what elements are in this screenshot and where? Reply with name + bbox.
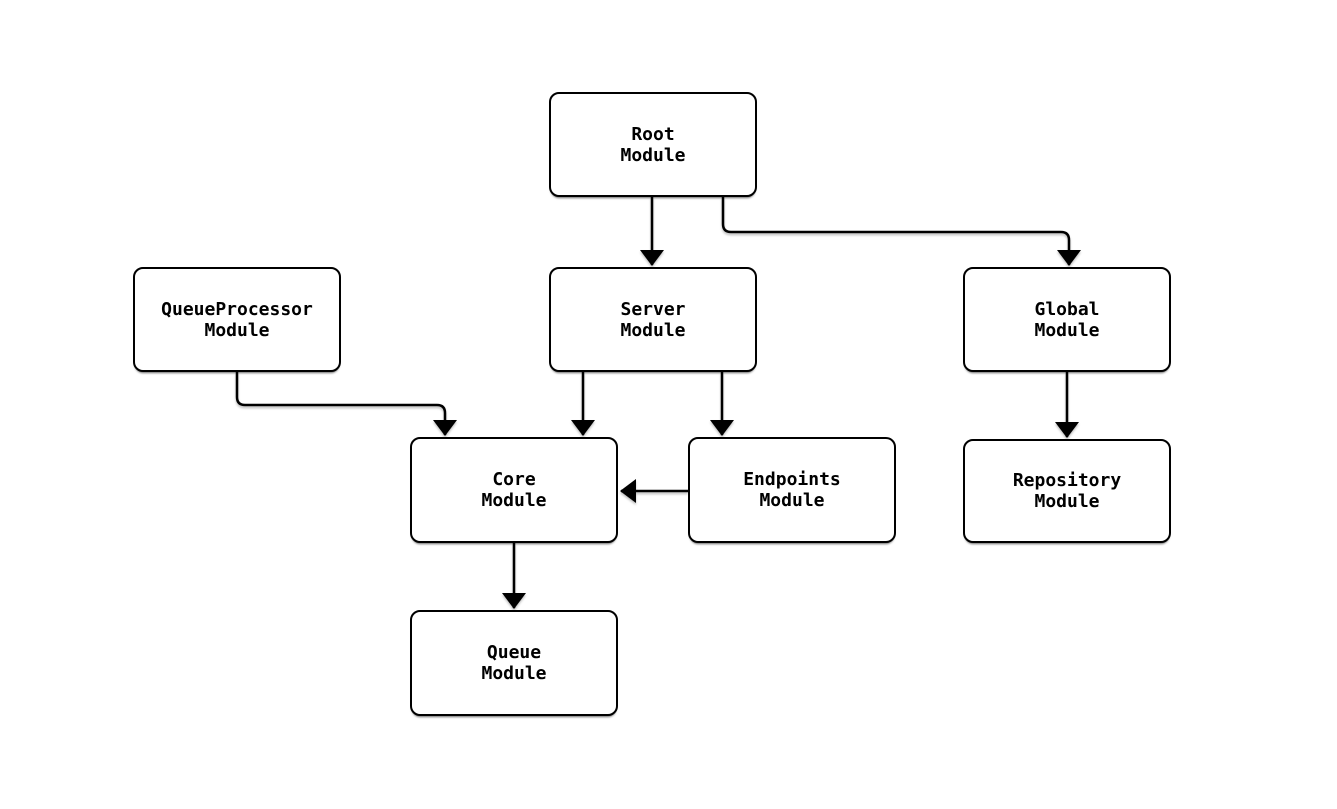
node-queue-processor: QueueProcessor Module <box>133 267 341 372</box>
node-label-global: Global Module <box>1034 298 1100 341</box>
edge-queue-processor-to-core <box>235 372 457 436</box>
node-label-core: Core Module <box>481 469 547 511</box>
node-core: Core Module <box>410 437 618 543</box>
edge-root-to-global <box>721 197 1081 266</box>
node-root: Root Module <box>549 92 757 197</box>
node-endpoints: Endpoints Module <box>688 437 896 543</box>
node-label-endpoints: Endpoints Module <box>743 469 841 511</box>
node-label-root: Root Module <box>620 123 686 166</box>
node-queue: Queue Module <box>410 610 618 716</box>
node-label-server: Server Module <box>620 298 686 341</box>
node-label-repository: Repository Module <box>1012 470 1122 512</box>
node-label-queue-processor: QueueProcessor Module <box>161 298 313 341</box>
node-label-queue: Queue Module <box>481 642 547 684</box>
node-global: Global Module <box>963 267 1171 372</box>
node-server: Server Module <box>549 267 757 372</box>
node-repository: Repository Module <box>963 439 1171 543</box>
